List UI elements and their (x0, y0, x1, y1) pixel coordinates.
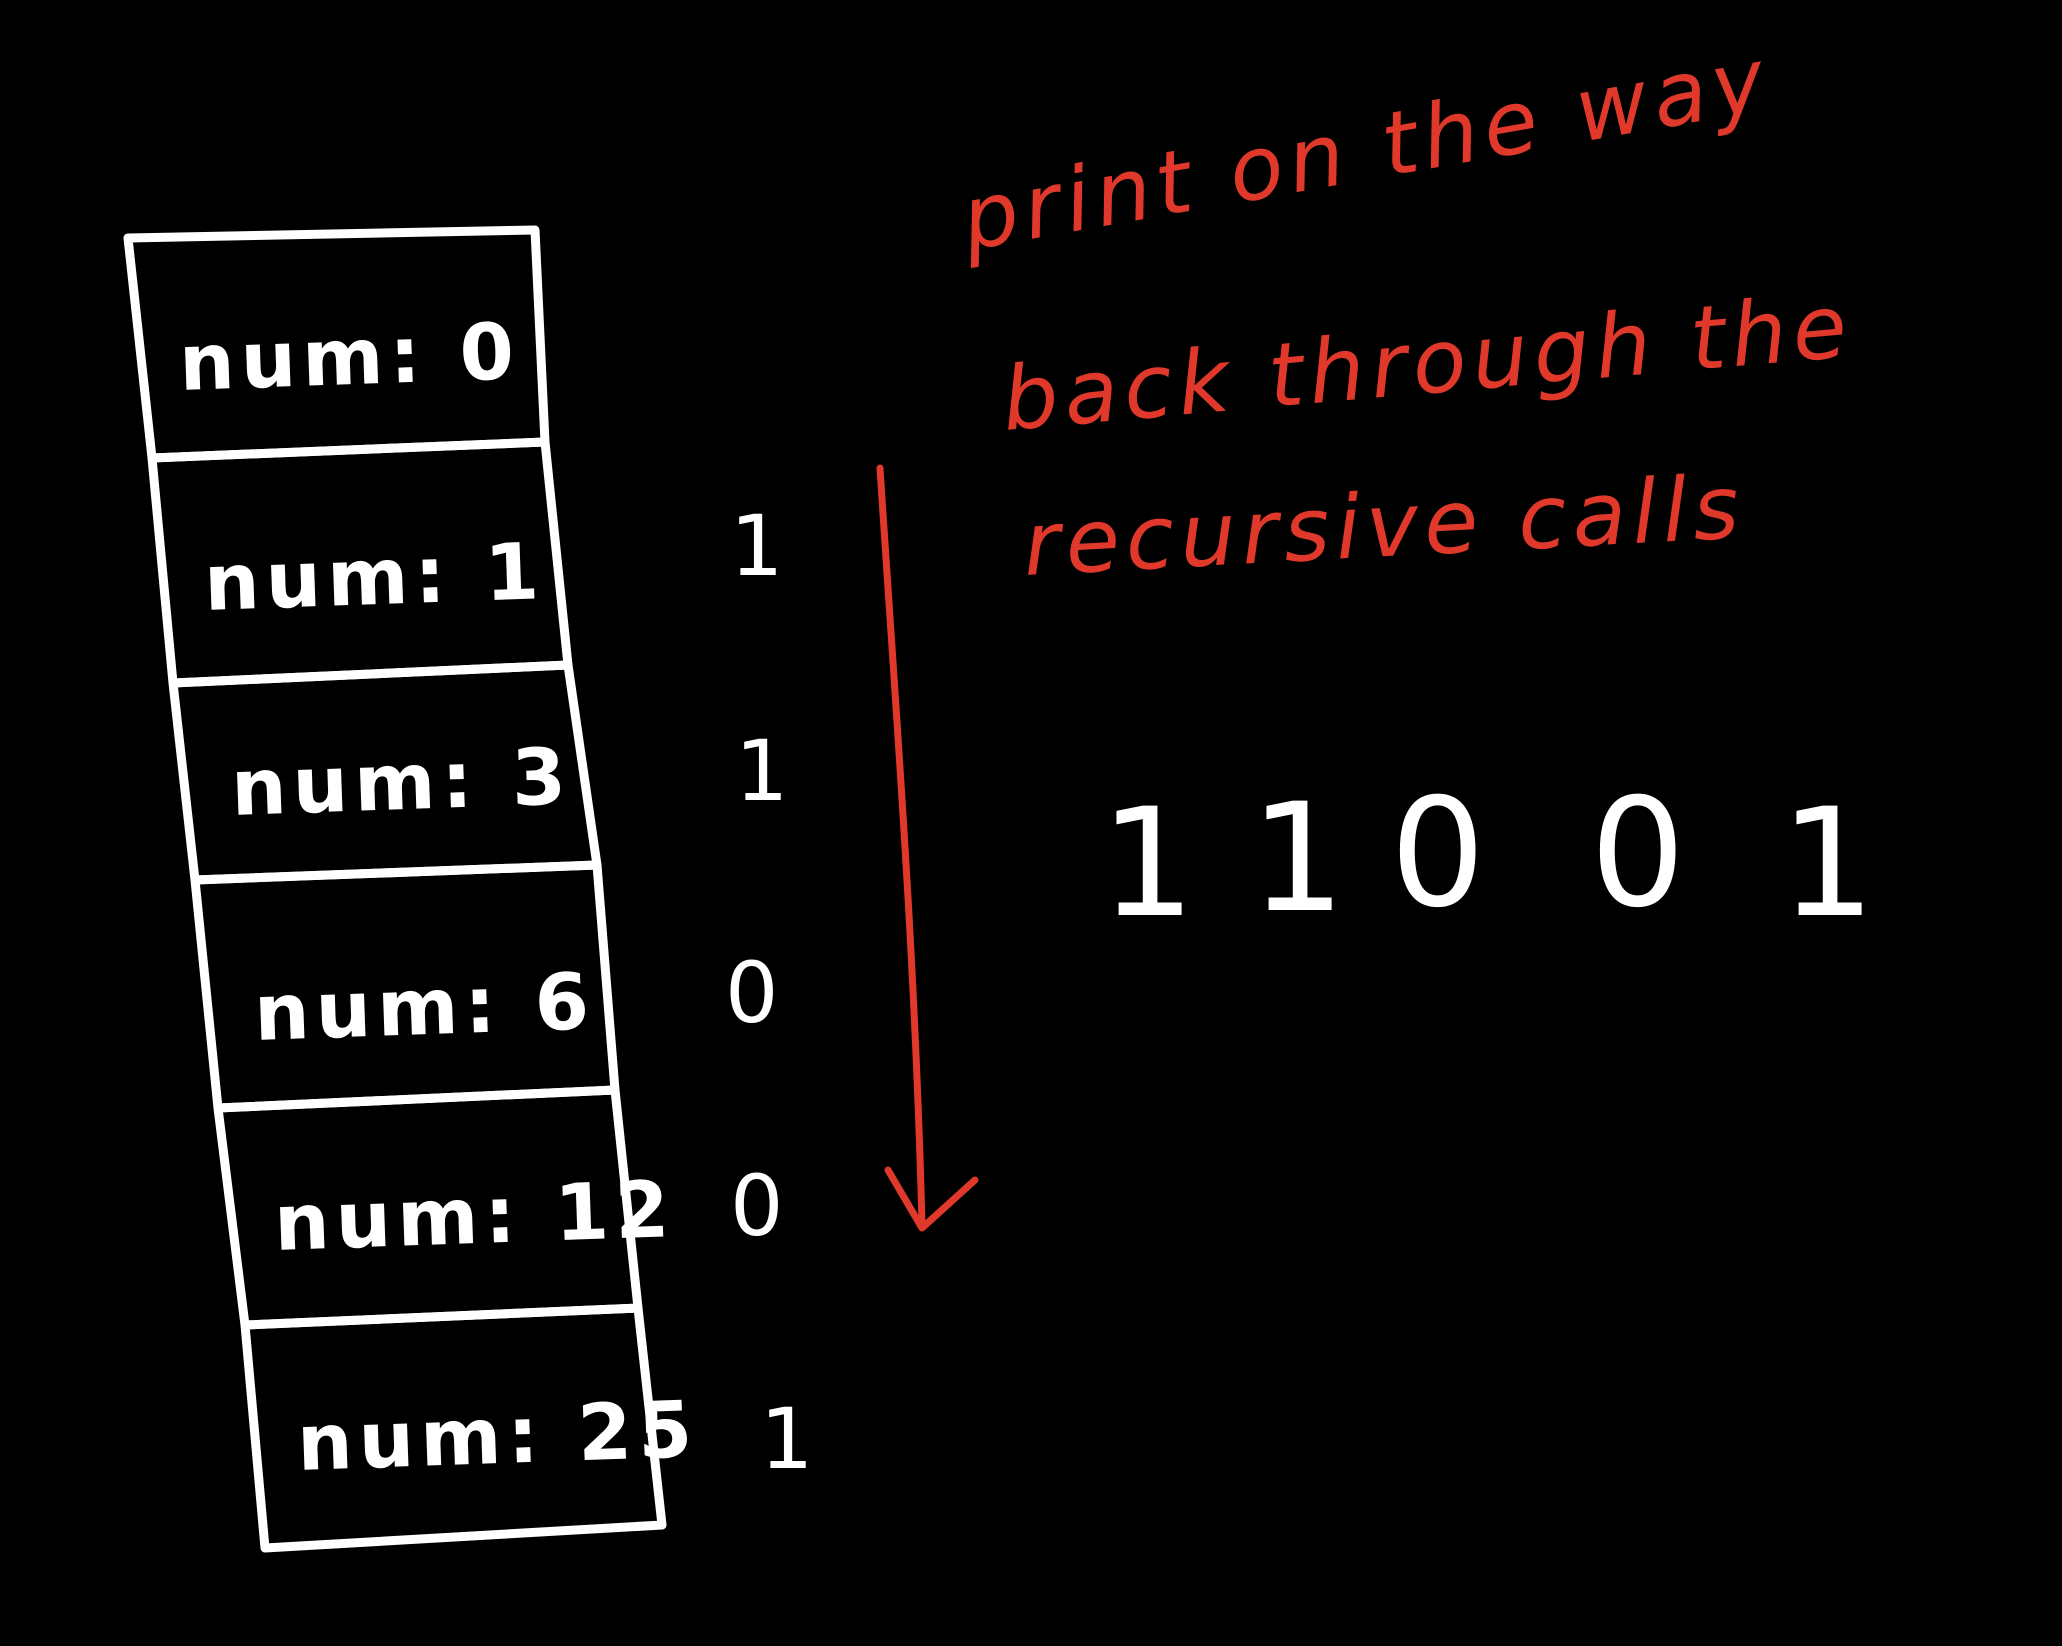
result-digit: 0 (1590, 767, 1685, 941)
stack-frame-label: num: 25 (296, 1385, 700, 1489)
stack-frame-label: num: 0 (178, 307, 522, 409)
annotation-line: recursive calls (1021, 455, 1748, 596)
result-digit: 1 (1250, 772, 1345, 946)
result-digit: 1 (1100, 777, 1195, 951)
printed-bits: 1 1 0 0 1 (725, 497, 813, 1488)
stack-frame-label: num: 3 (230, 732, 574, 834)
result-digit: 0 (1390, 767, 1485, 941)
printed-bit: 0 (730, 1157, 783, 1255)
arrow-shaft (876, 464, 926, 1229)
stack-frame-labels: num: 0 num: 1 num: 3 num: 6 num: 12 num:… (178, 307, 700, 1489)
arrow-head (884, 1166, 979, 1232)
stack-frame-box-5 (240, 1303, 667, 1553)
stack-frame-label: num: 12 (273, 1165, 677, 1269)
printed-bit: 1 (735, 722, 788, 820)
stack-frame-label: num: 1 (203, 527, 547, 629)
annotation: print on the way back through the recurs… (953, 27, 1857, 596)
binary-result: 1 1 0 0 1 (1100, 767, 1875, 951)
annotation-line: back through the (998, 274, 1857, 451)
result-digit: 1 (1780, 777, 1875, 951)
printed-bit: 1 (730, 497, 783, 595)
printed-bit: 1 (760, 1390, 813, 1488)
annotation-line: print on the way (953, 27, 1778, 271)
printed-bit: 0 (725, 944, 778, 1042)
downward-arrow-icon (876, 464, 979, 1232)
call-stack (123, 225, 667, 1553)
stack-frame-label: num: 6 (253, 957, 597, 1059)
